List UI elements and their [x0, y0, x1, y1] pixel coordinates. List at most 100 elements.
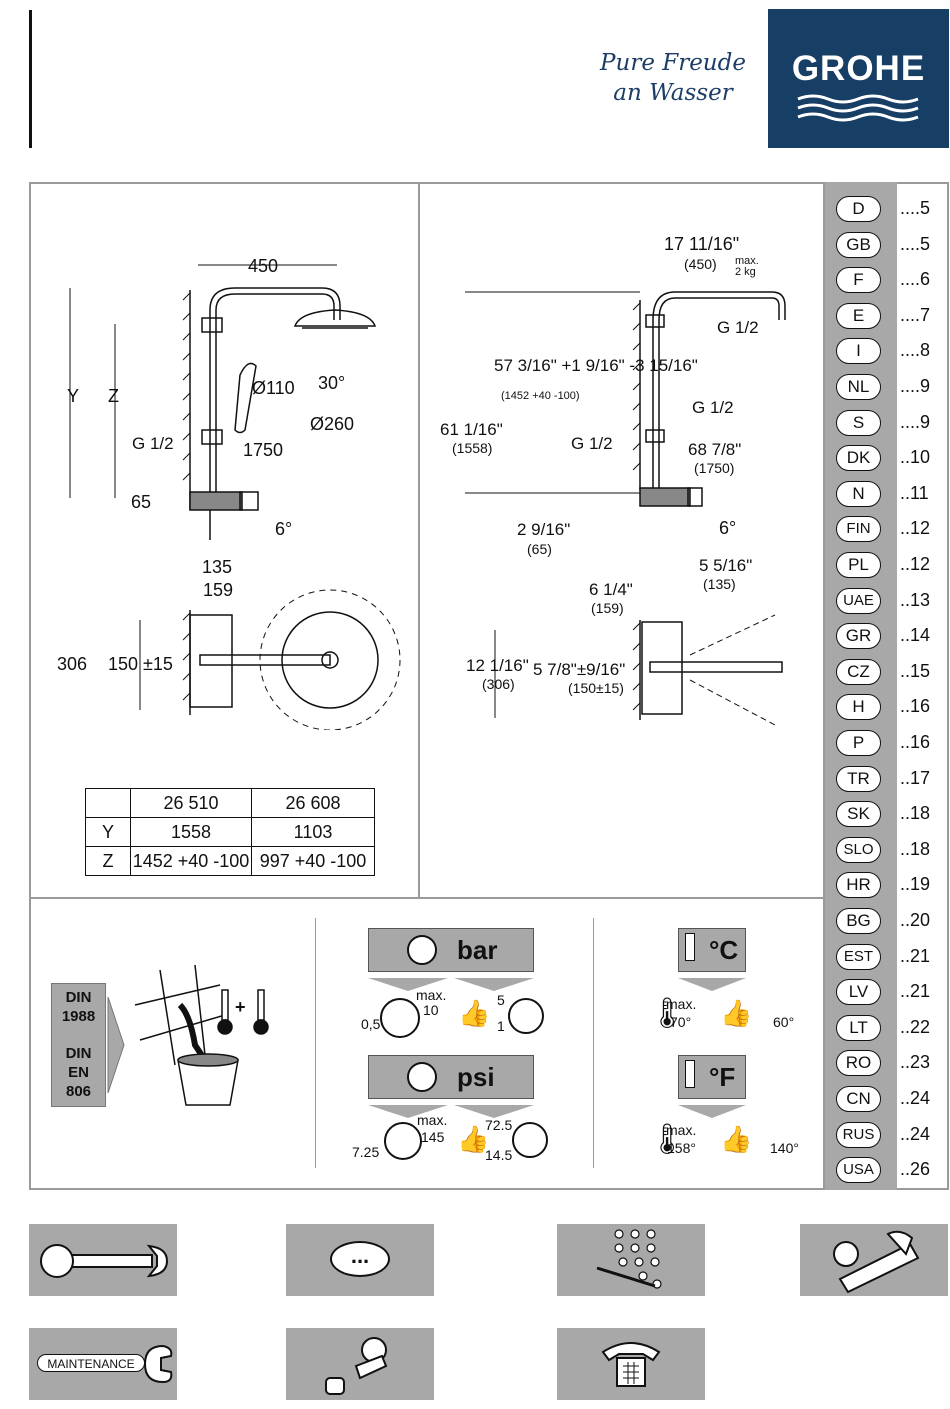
- language-pl[interactable]: PL: [836, 552, 881, 578]
- language-est[interactable]: EST: [836, 943, 881, 970]
- metric-drawing: [69, 264, 401, 730]
- language-rus[interactable]: RUS: [836, 1121, 881, 1148]
- language-page-rus[interactable]: ..24: [900, 1123, 931, 1144]
- replace-part-card[interactable]: [286, 1328, 434, 1400]
- dim-159: 159: [203, 580, 234, 600]
- dim-y: Y: [67, 386, 80, 406]
- dim-159-in: (159): [591, 600, 624, 616]
- language-page-ro[interactable]: ..23: [900, 1052, 931, 1073]
- language-page-i[interactable]: ....8: [900, 340, 931, 361]
- language-page-fin[interactable]: ..12: [900, 518, 931, 539]
- c-max: 70°: [670, 1014, 692, 1030]
- language-p[interactable]: P: [836, 730, 881, 756]
- maintenance-card[interactable]: MAINTENANCE: [29, 1328, 177, 1400]
- language-page-pl[interactable]: ..12: [900, 554, 931, 574]
- language-dk[interactable]: DK: [836, 445, 881, 472]
- bar-max-word: max.: [416, 987, 447, 1003]
- language-page-usa[interactable]: ..26: [900, 1159, 931, 1180]
- dim-1750: 1750: [243, 440, 284, 460]
- gauge-icon: [407, 1062, 437, 1092]
- language-page-s[interactable]: ....9: [900, 411, 931, 432]
- language-page-e[interactable]: ....7: [900, 304, 931, 325]
- language-page-lv[interactable]: ..21: [900, 981, 931, 1002]
- section-divider: [593, 918, 594, 1168]
- wrench-card[interactable]: [29, 1224, 177, 1296]
- language-n[interactable]: N: [836, 480, 881, 507]
- flush-bucket-icon: +: [134, 965, 269, 1106]
- language-page-dk[interactable]: ..10: [900, 447, 931, 468]
- dim-450-in: (450): [684, 256, 717, 272]
- language-page-lt[interactable]: ..22: [900, 1016, 931, 1037]
- language-page-bg[interactable]: ..20: [900, 910, 931, 930]
- language-page-d[interactable]: ....5: [900, 198, 931, 218]
- language-i[interactable]: I: [836, 338, 881, 365]
- dim-g12: G 1/2: [132, 434, 174, 453]
- language-page-tr[interactable]: ..17: [900, 767, 931, 788]
- language-page-h[interactable]: ..16: [900, 696, 931, 717]
- table-cell: 1558: [130, 817, 252, 847]
- din1-label: DIN: [65, 989, 92, 1006]
- spray-settings-card[interactable]: [557, 1224, 705, 1296]
- language-tr[interactable]: TR: [836, 765, 881, 792]
- language-ro[interactable]: RO: [836, 1050, 881, 1077]
- dim-150: 150 ±15: [108, 654, 173, 674]
- language-page-nl[interactable]: ....9: [900, 376, 931, 396]
- language-page-n[interactable]: ..11: [900, 482, 929, 503]
- psi-label: psi: [457, 1062, 495, 1092]
- language-lt[interactable]: LT: [836, 1014, 881, 1041]
- language-page-gr[interactable]: ..14: [900, 625, 931, 646]
- language-page-uae[interactable]: ..13: [900, 589, 931, 610]
- language-page-cn[interactable]: ..24: [900, 1088, 931, 1108]
- language-uae[interactable]: UAE: [836, 587, 881, 614]
- grohe-logo: GROHE: [768, 9, 949, 148]
- language-d[interactable]: D: [836, 196, 881, 222]
- language-page-slo[interactable]: ..18: [900, 838, 931, 859]
- dim-110: Ø110: [252, 378, 295, 398]
- language-page-f[interactable]: ....6: [900, 269, 931, 290]
- gauge-icon: [384, 1122, 422, 1160]
- language-hr[interactable]: HR: [836, 872, 881, 899]
- chevron-down-icon: [368, 1105, 534, 1118]
- language-gr[interactable]: GR: [836, 623, 881, 650]
- language-bg[interactable]: BG: [836, 908, 881, 934]
- more-info-card[interactable]: ...: [286, 1224, 434, 1296]
- language-e[interactable]: E: [836, 302, 881, 329]
- thermometer-icon: [685, 1060, 695, 1088]
- dim-135-in: (135): [703, 576, 736, 592]
- language-fin[interactable]: FIN: [836, 516, 881, 543]
- language-page-cz[interactable]: ..15: [900, 660, 931, 681]
- dim-2kg: 2 kg: [735, 266, 756, 278]
- language-nl[interactable]: NL: [836, 374, 881, 400]
- language-page-est[interactable]: ..21: [900, 945, 931, 966]
- language-h[interactable]: H: [836, 694, 881, 721]
- language-page-hr[interactable]: ..19: [900, 874, 931, 895]
- bar-rec-hi: 5: [497, 992, 505, 1008]
- language-lv[interactable]: LV: [836, 979, 881, 1006]
- language-cn[interactable]: CN: [836, 1086, 881, 1112]
- dim-12: 12 1/16": [466, 656, 529, 675]
- psi-unit-box: psi: [368, 1055, 534, 1099]
- installation-card[interactable]: [800, 1224, 948, 1296]
- language-slo[interactable]: SLO: [836, 836, 881, 863]
- language-page-sk[interactable]: ..18: [900, 803, 931, 824]
- psi-min: 7.25: [352, 1144, 380, 1160]
- dimension-table: 26 510 26 608 Y 1558 1103 Z 1452 +40 -10…: [85, 788, 375, 876]
- language-f[interactable]: F: [836, 267, 881, 294]
- contact-phone-card[interactable]: [557, 1328, 705, 1400]
- language-cz[interactable]: CZ: [836, 658, 881, 685]
- tagline-line1: Pure Freude: [600, 50, 746, 76]
- language-page-p[interactable]: ..16: [900, 732, 931, 752]
- language-gb[interactable]: GB: [836, 231, 881, 258]
- imperial-drawing: [465, 291, 786, 726]
- language-s[interactable]: S: [836, 409, 881, 436]
- telephone-icon: [601, 1342, 661, 1387]
- dim-65: 65: [131, 492, 152, 512]
- dim-max: max.: [735, 255, 759, 267]
- language-usa[interactable]: USA: [836, 1157, 881, 1184]
- spray-holes-icon: [596, 1229, 662, 1289]
- dim-306-in: (306): [482, 676, 515, 692]
- thumbs-up-icon: 👍: [720, 998, 753, 1028]
- language-sk[interactable]: SK: [836, 801, 881, 828]
- dim-57: 57 3/16" +1 9/16" -3 15/16": [494, 356, 698, 375]
- language-page-gb[interactable]: ....5: [900, 233, 931, 254]
